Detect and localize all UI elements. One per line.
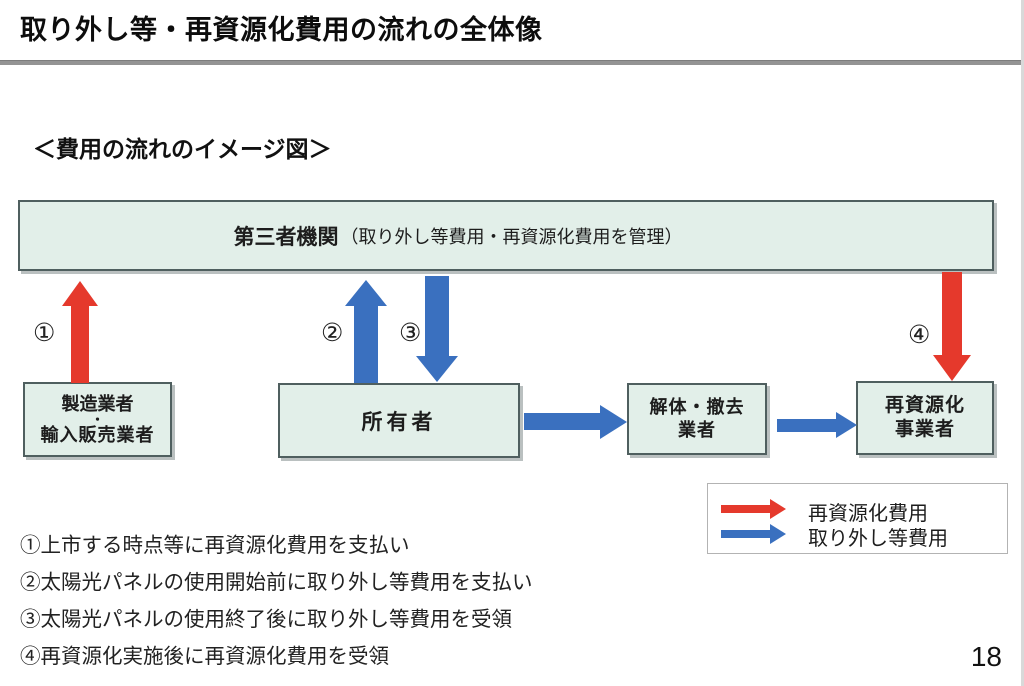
arrow-demolition-to-recycler-icon — [777, 412, 857, 439]
recycler-box: 再資源化 事業者 — [856, 381, 994, 455]
step1-label: ① — [33, 319, 56, 347]
legend-box: 再資源化費用 取り外し等費用 — [707, 483, 1008, 554]
manufacturer-line2: 輸入販売業者 — [40, 424, 155, 445]
arrow-owner-to-demolition-icon — [524, 405, 627, 439]
third-party-name: 第三者機関 — [233, 225, 339, 249]
arrow-step2-up-icon — [345, 277, 387, 383]
step4-label: ④ — [908, 321, 931, 349]
footnote-3: ③太陽光パネルの使用終了後に取り外し等費用を受領 — [20, 608, 512, 631]
owner-label: 所有者 — [361, 410, 437, 434]
manufacturer-box: 製造業者 ・ 輸入販売業者 — [23, 382, 172, 457]
step3-label: ③ — [399, 319, 422, 347]
demolition-line2: 業者 — [678, 420, 716, 440]
arrow-step3-down-icon — [416, 276, 458, 382]
window-right-edge — [1021, 0, 1024, 686]
arrow-step4-down-icon — [933, 272, 971, 381]
footnotes: ①上市する時点等に再資源化費用を支払い ②太陽光パネルの使用開始前に取り外し等費… — [20, 527, 533, 675]
manufacturer-separator: ・ — [90, 411, 104, 427]
recycler-line1: 再資源化 — [884, 395, 965, 416]
diagram-subtitle: ＜費用の流れのイメージ図＞ — [33, 136, 332, 162]
footnote-4: ④再資源化実施後に再資源化費用を受領 — [20, 645, 389, 668]
footnote-2: ②太陽光パネルの使用開始前に取り外し等費用を支払い — [20, 571, 533, 594]
third-party-box: 第三者機関 （取り外し等費用・再資源化費用を管理） — [18, 200, 994, 271]
recycler-line2: 事業者 — [894, 419, 955, 440]
demolition-box: 解体・撤去 業者 — [627, 383, 767, 455]
title-divider — [0, 60, 1024, 65]
demolition-line1: 解体・撤去 — [649, 397, 745, 417]
step2-label: ② — [321, 319, 344, 347]
arrow-step1-up-icon — [62, 278, 98, 383]
legend-recycling-label: 再資源化費用 — [808, 503, 928, 525]
page-number: 18 — [970, 641, 1002, 672]
owner-box: 所有者 — [278, 383, 520, 458]
page-title: 取り外し等・再資源化費用の流れの全体像 — [20, 15, 543, 45]
manufacturer-line1: 製造業者 — [61, 393, 134, 414]
legend-removal-arrow-icon — [721, 524, 786, 544]
third-party-role: （取り外し等費用・再資源化費用を管理） — [340, 226, 683, 247]
legend-recycling-arrow-icon — [721, 499, 786, 519]
footnote-1: ①上市する時点等に再資源化費用を支払い — [20, 534, 410, 557]
legend-removal-label: 取り外し等費用 — [808, 528, 948, 550]
